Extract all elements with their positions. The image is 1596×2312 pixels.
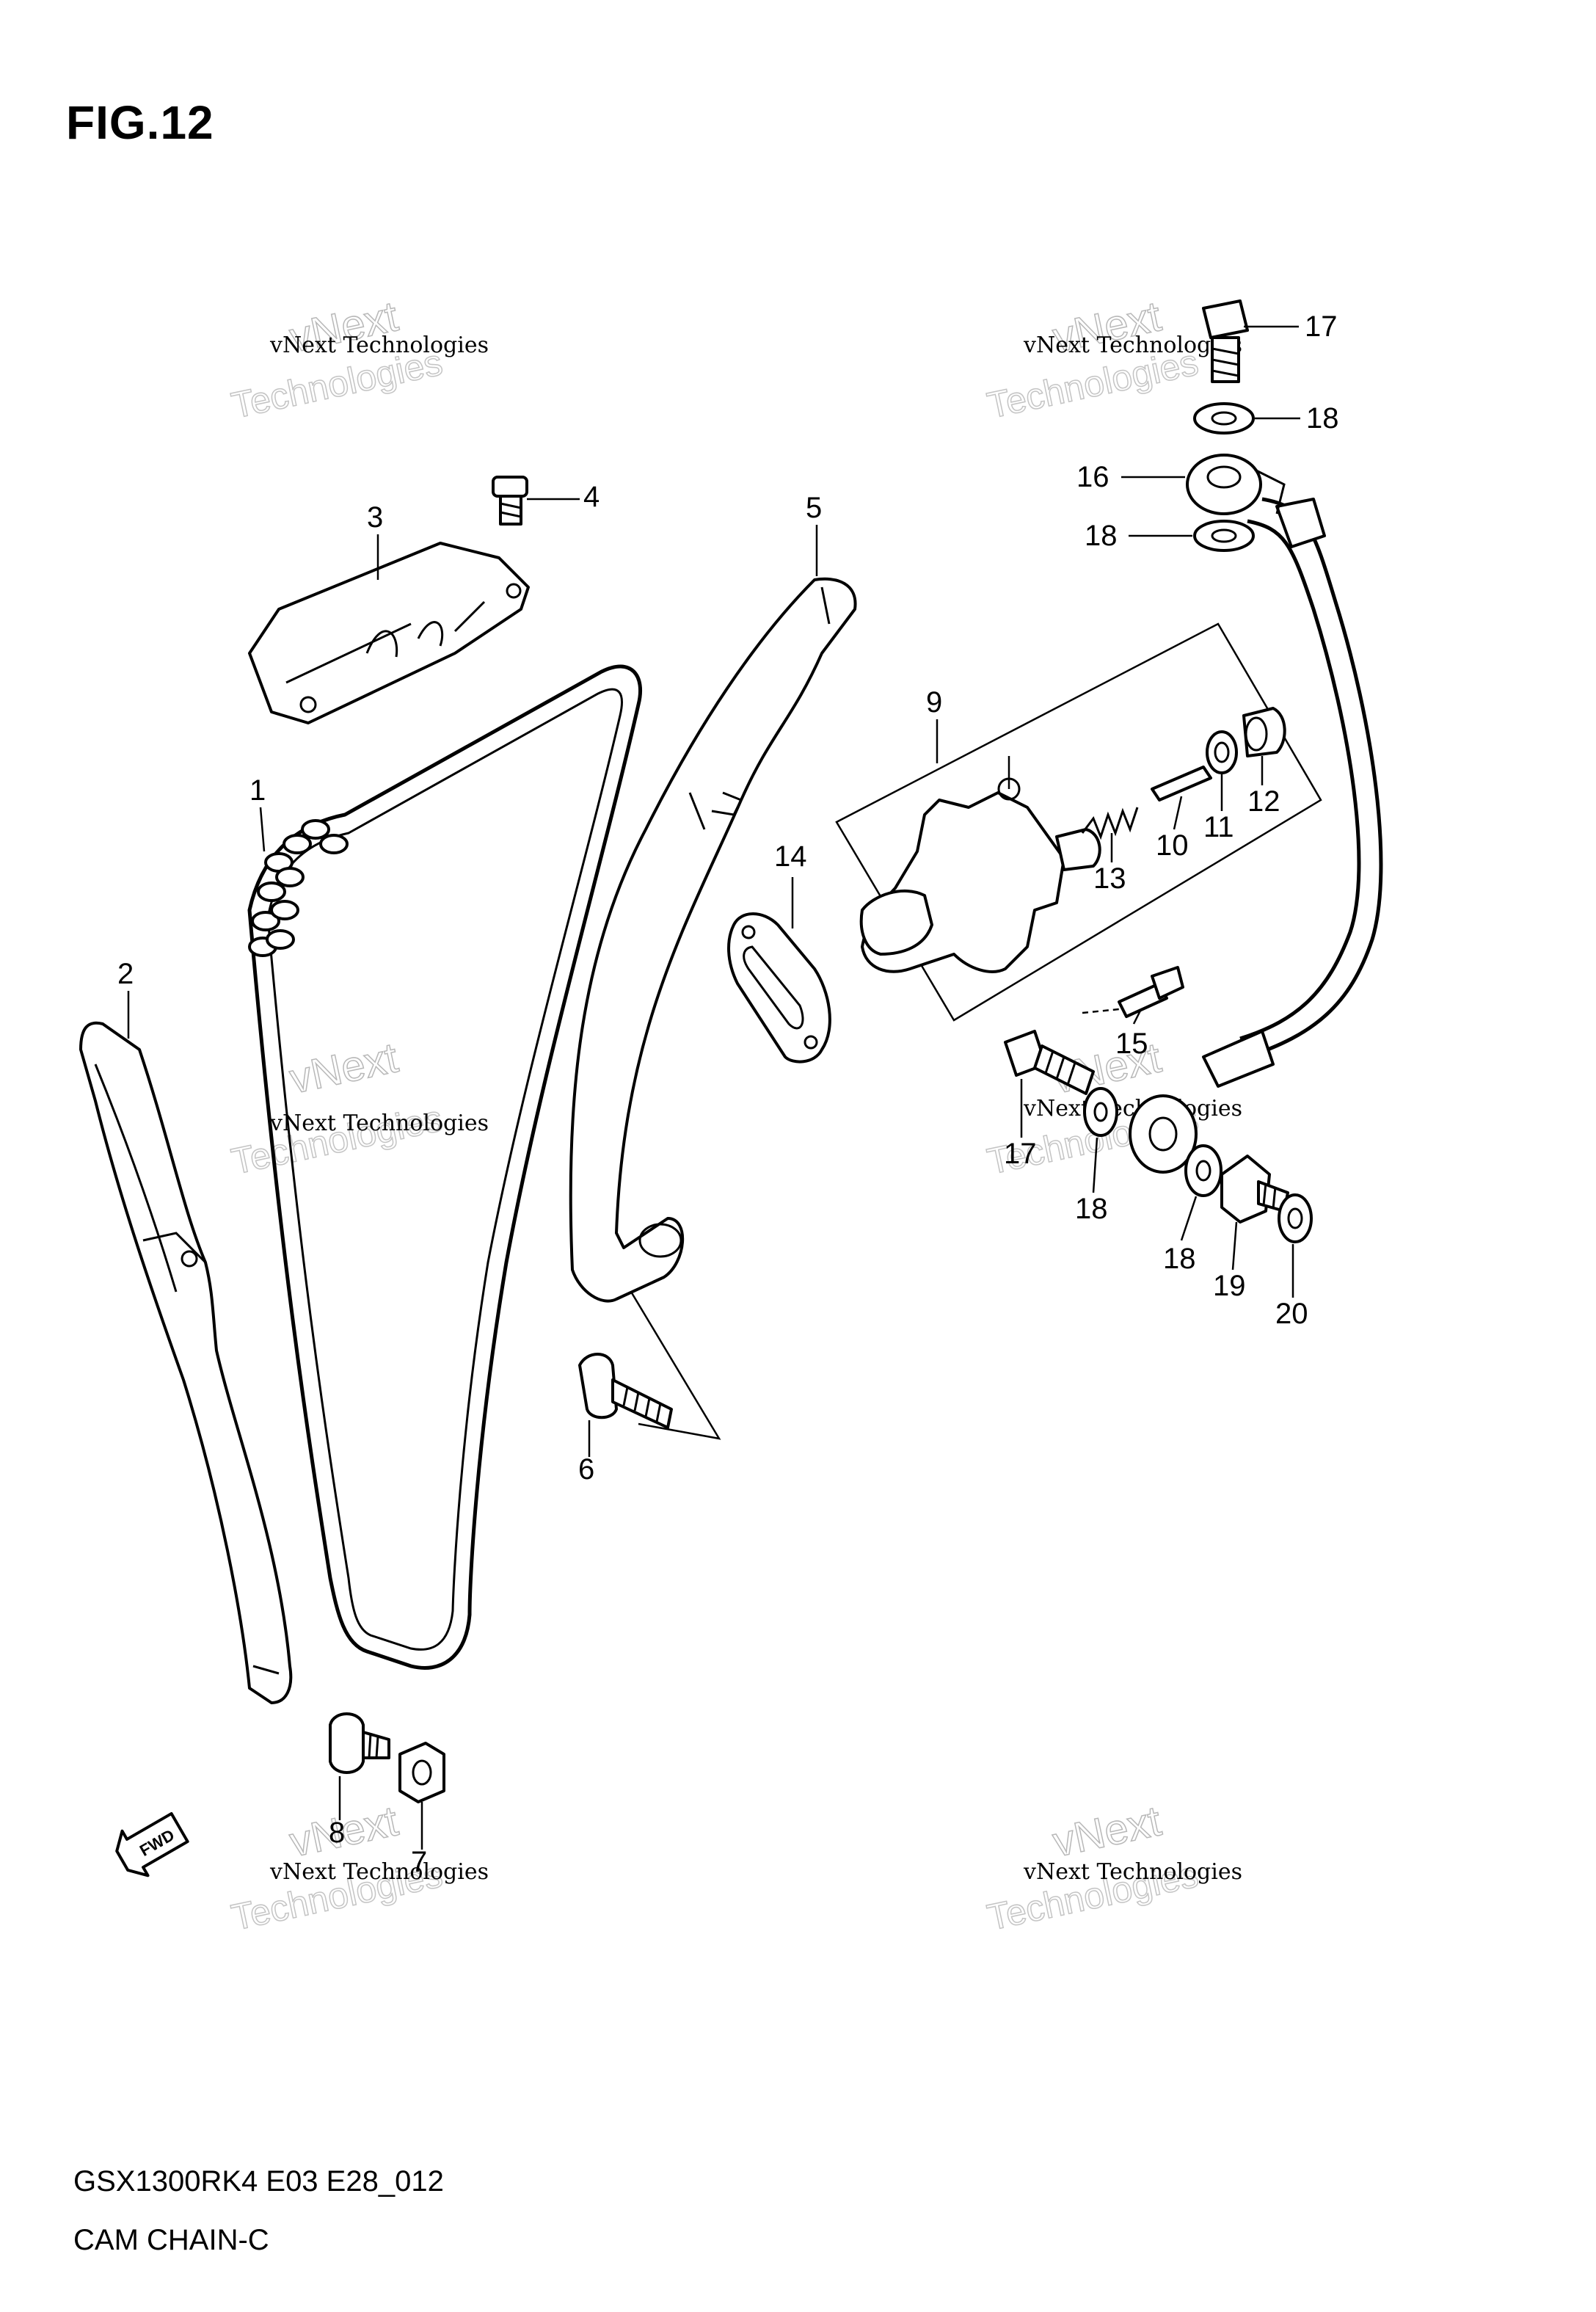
part-banjo-fitting-bottom xyxy=(1129,1094,1198,1174)
part-spring xyxy=(1081,807,1139,840)
svg-text:vNext Technologies: vNext Technologies xyxy=(269,1859,489,1885)
callout-13: 13 xyxy=(1093,833,1126,895)
callout-1: 1 xyxy=(249,774,266,852)
section-name: CAM CHAIN-C xyxy=(73,2224,269,2256)
svg-text:vNext Technologies: vNext Technologies xyxy=(1023,332,1242,358)
svg-text:5: 5 xyxy=(806,492,822,524)
part-banjo-bolt-bottom xyxy=(1004,1030,1095,1095)
svg-text:11: 11 xyxy=(1203,811,1234,843)
svg-text:1: 1 xyxy=(249,774,266,807)
svg-text:15: 15 xyxy=(1115,1028,1148,1060)
watermark-bottom-right: vNext Technologies vNext Technologies xyxy=(983,1797,1242,1939)
part-union-bolt xyxy=(1220,1155,1289,1224)
svg-text:2: 2 xyxy=(117,958,134,990)
part-bolt-4 xyxy=(492,476,528,526)
model-code: GSX1300RK4 E03 E28_012 xyxy=(73,2165,444,2198)
svg-text:16: 16 xyxy=(1076,461,1109,493)
svg-text:vNext Technologies: vNext Technologies xyxy=(269,332,489,358)
svg-text:3: 3 xyxy=(367,501,383,534)
part-banjo-bolt-top xyxy=(1202,299,1249,383)
callout-8: 8 xyxy=(329,1776,345,1849)
watermark-bottom-left: vNext Technologies vNext Technologies xyxy=(227,1797,489,1939)
svg-text:4: 4 xyxy=(583,481,600,513)
part-bolt-8 xyxy=(329,1712,390,1774)
callout-20: 20 xyxy=(1275,1244,1308,1330)
callout-9: 9 xyxy=(926,686,942,763)
part-push-rod xyxy=(1151,766,1212,801)
svg-text:17: 17 xyxy=(1004,1138,1037,1170)
callout-18-bottom-2: 18 xyxy=(1163,1196,1198,1275)
part-washer-11 xyxy=(1206,730,1238,774)
part-cam-chain xyxy=(247,664,643,1670)
part-washer-18-top-lower xyxy=(1193,520,1255,552)
svg-text:18: 18 xyxy=(1075,1193,1108,1225)
svg-text:12: 12 xyxy=(1247,785,1280,818)
part-chain-guide-tensioner xyxy=(569,577,857,1303)
part-washer-plate xyxy=(398,1742,445,1803)
callout-18-top-lower: 18 xyxy=(1085,520,1192,552)
callout-15: 15 xyxy=(1115,1008,1148,1060)
svg-text:13: 13 xyxy=(1093,862,1126,895)
callout-18-bottom-1: 18 xyxy=(1075,1137,1108,1225)
svg-text:8: 8 xyxy=(329,1817,345,1849)
part-washer-18-bottom-2 xyxy=(1184,1144,1222,1197)
svg-text:7: 7 xyxy=(411,1846,427,1878)
svg-text:vNext: vNext xyxy=(1049,1797,1165,1866)
callout-18-top-upper: 18 xyxy=(1255,402,1339,435)
forward-arrow-icon: FWD xyxy=(115,1811,189,1877)
callout-2: 2 xyxy=(117,958,134,1039)
callout-10: 10 xyxy=(1156,796,1189,862)
svg-text:vNext Technologies: vNext Technologies xyxy=(1023,1859,1242,1885)
callout-17-bottom: 17 xyxy=(1004,1079,1037,1170)
svg-text:17: 17 xyxy=(1305,310,1338,343)
part-bolt-15 xyxy=(1082,966,1184,1018)
callout-12: 12 xyxy=(1247,756,1280,818)
part-washer-20 xyxy=(1278,1193,1313,1243)
svg-text:18: 18 xyxy=(1306,402,1339,435)
callout-7: 7 xyxy=(411,1802,427,1878)
svg-text:19: 19 xyxy=(1213,1270,1246,1302)
svg-text:20: 20 xyxy=(1275,1298,1308,1330)
callout-5: 5 xyxy=(806,492,822,576)
callout-19: 19 xyxy=(1213,1221,1246,1302)
part-washer-18-bottom-1 xyxy=(1083,1087,1118,1137)
callout-14: 14 xyxy=(774,840,807,928)
svg-text:vNext: vNext xyxy=(285,1033,402,1102)
svg-text:vNext Technologies: vNext Technologies xyxy=(269,1110,489,1136)
svg-text:10: 10 xyxy=(1156,829,1189,862)
callout-3: 3 xyxy=(367,501,383,580)
svg-text:18: 18 xyxy=(1085,520,1118,552)
part-washer-18-top-upper xyxy=(1193,402,1255,435)
svg-text:14: 14 xyxy=(774,840,807,873)
figure-title: FIG.12 xyxy=(66,96,214,149)
callout-11: 11 xyxy=(1203,774,1234,843)
part-guide-bolt xyxy=(578,1291,721,1440)
part-tensioner-assembly xyxy=(835,622,1322,1022)
part-banjo-fitting xyxy=(1186,454,1286,515)
watermark-top-left: vNext Technologies vNext Technologies xyxy=(227,292,489,427)
svg-text:18: 18 xyxy=(1163,1243,1196,1275)
part-chain-guide-plate xyxy=(248,542,530,724)
callout-4: 4 xyxy=(527,481,600,513)
svg-text:6: 6 xyxy=(578,1453,594,1486)
callout-6: 6 xyxy=(578,1420,594,1486)
svg-text:9: 9 xyxy=(926,686,942,719)
callout-17-top: 17 xyxy=(1244,310,1338,343)
part-gasket xyxy=(727,912,831,1064)
part-oil-hose xyxy=(1202,497,1383,1088)
part-cap-bolt xyxy=(1242,707,1286,757)
callout-16: 16 xyxy=(1076,461,1185,493)
part-chain-guide-rear xyxy=(79,1021,293,1704)
